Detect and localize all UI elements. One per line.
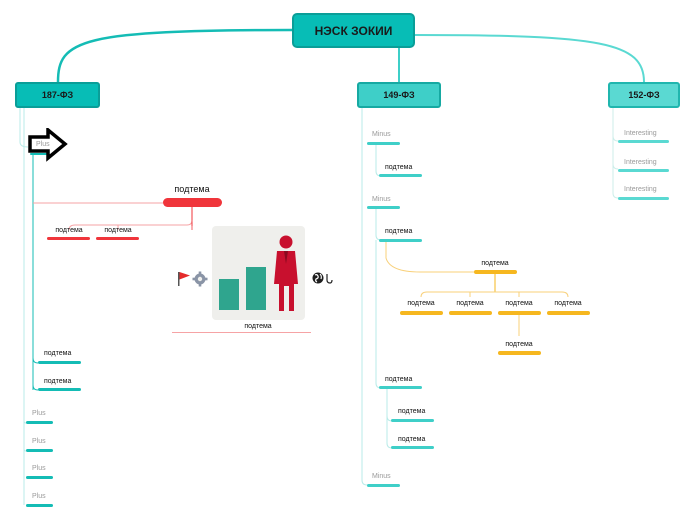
minus-2-subtopic[interactable]: подтема — [385, 228, 413, 235]
topic-149-title: 149-ФЗ — [383, 90, 415, 100]
minus-topic-3[interactable]: Minus — [372, 473, 391, 480]
flag-icon — [178, 272, 190, 286]
topic-187[interactable]: 187-ФЗ — [15, 82, 100, 108]
person-figure-illustration — [274, 235, 298, 311]
topic-187-title: 187-ФЗ — [41, 90, 74, 100]
plus-topic-3[interactable]: Plus — [32, 465, 46, 472]
topic-markers-right — [312, 271, 336, 290]
root-topic[interactable]: НЭСК ЗОКИИ — [292, 13, 415, 48]
minus-1-subtopic[interactable]: подтема — [385, 164, 413, 171]
topic-149[interactable]: 149-ФЗ — [357, 82, 441, 108]
red-subtopic-left[interactable]: подтема — [55, 227, 83, 234]
business-illustration — [212, 226, 305, 320]
topic-markers-left — [177, 271, 209, 292]
orange-subtopic-3[interactable]: подтема — [505, 300, 533, 307]
orange-parent-subtopic[interactable]: подтема — [481, 260, 509, 267]
topic-152[interactable]: 152-ФЗ — [608, 82, 680, 108]
bar-chart-illustration — [219, 267, 266, 310]
hook-icon — [326, 274, 333, 284]
teal-parent-subtopic[interactable]: подтема — [385, 376, 413, 383]
plus-topic-first[interactable]: Plus — [36, 141, 50, 148]
gear-icon — [192, 271, 208, 287]
orange-subtopic-4[interactable]: подтема — [554, 300, 582, 307]
plus-topic-2[interactable]: Plus — [32, 438, 46, 445]
interesting-topic-3[interactable]: Interesting — [624, 186, 657, 193]
teal-child-subtopic-1[interactable]: подтема — [398, 408, 426, 415]
red-subtopic-right[interactable]: подтема — [104, 227, 132, 234]
globe-icon — [312, 272, 324, 284]
minus-topic-2[interactable]: Minus — [372, 196, 391, 203]
root-title: НЭСК ЗОКИИ — [314, 23, 393, 38]
orange-subtopic-1[interactable]: подтема — [407, 300, 435, 307]
plus-topic-1[interactable]: Plus — [32, 410, 46, 417]
plus-topic-4[interactable]: Plus — [32, 493, 46, 500]
teal-subtopic-1[interactable]: подтема — [44, 350, 72, 357]
red-subtopic[interactable]: подтема — [174, 184, 210, 194]
interesting-topic-1[interactable]: Interesting — [624, 130, 657, 137]
teal-child-subtopic-2[interactable]: подтема — [398, 436, 426, 443]
interesting-topic-2[interactable]: Interesting — [624, 159, 657, 166]
teal-subtopic-2[interactable]: подтема — [44, 378, 72, 385]
arrow-right-icon — [28, 128, 68, 162]
minus-topic-1[interactable]: Minus — [372, 131, 391, 138]
orange-subtopic-2[interactable]: подтема — [456, 300, 484, 307]
topic-152-title: 152-ФЗ — [628, 90, 660, 100]
orange-child-subtopic[interactable]: подтема — [505, 341, 533, 348]
image-caption-subtopic[interactable]: подтема — [244, 323, 272, 330]
